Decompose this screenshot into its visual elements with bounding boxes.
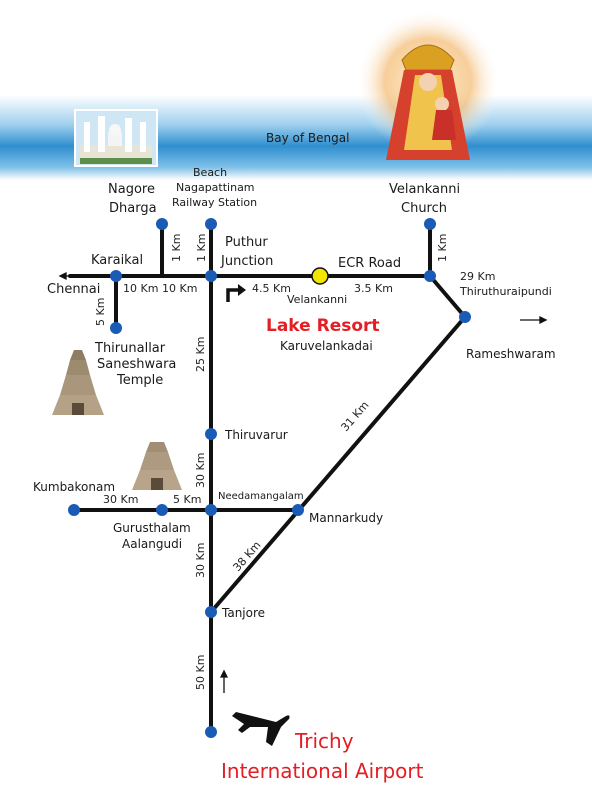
dist-puthur-velankanni: 4.5 Km xyxy=(252,282,291,295)
label-rameshwaram: Rameshwaram xyxy=(466,347,556,361)
label-kumbakonam: Kumbakonam xyxy=(33,480,115,494)
rameshwaram-arrow xyxy=(520,315,548,325)
nagore-dargah-image xyxy=(74,109,158,167)
label-naga-1: Beach xyxy=(193,166,227,179)
label-puthur-1: Puthur xyxy=(225,235,268,250)
node-nagapattinam xyxy=(205,218,217,230)
node-trichy xyxy=(205,726,217,738)
chennai-arrow xyxy=(58,271,82,281)
route-ecr-thiruthuraipundi xyxy=(428,274,467,319)
label-karaikal: Karaikal xyxy=(91,253,143,268)
nodes xyxy=(68,218,471,738)
node-kumbakonam xyxy=(68,504,80,516)
label-naga-2: Nagapattinam xyxy=(176,181,255,194)
label-thirunallar-2: Saneshwara xyxy=(97,357,176,372)
label-puthur-2: Junction xyxy=(220,254,273,269)
turn-right-icon xyxy=(226,284,246,302)
label-needamangalam: Needamangalam xyxy=(218,491,304,502)
node-puthur xyxy=(205,270,217,282)
dist-thiruvarur-needamangalam: 30 Km xyxy=(194,453,207,488)
label-ecr: ECR Road xyxy=(338,256,401,271)
resort-location: Karuvelankadai xyxy=(280,339,373,353)
label-thiruvarur: Thiruvarur xyxy=(224,428,288,442)
route-thiruthuraipundi-tanjore xyxy=(209,315,467,614)
madonna-image xyxy=(356,10,500,160)
airport-line-2: International Airport xyxy=(221,759,424,783)
label-thirunallar-3: Temple xyxy=(116,373,163,388)
dist-needamangalam-tanjore: 30 Km xyxy=(194,543,207,578)
node-velankanni-church xyxy=(424,218,436,230)
label-nagore-1: Nagore xyxy=(108,182,155,197)
node-karaikal xyxy=(110,270,122,282)
aalangudi-temple-image xyxy=(132,442,182,490)
resort-name: Lake Resort xyxy=(266,316,380,336)
label-naga-3: Railway Station xyxy=(172,196,257,209)
sea-label: Bay of Bengal xyxy=(266,131,349,145)
label-gurusthalam-2: Aalangudi xyxy=(122,537,182,551)
airport-line-1: Trichy xyxy=(294,729,354,753)
label-thiruthuraipundi: Thiruthuraipundi xyxy=(459,285,552,298)
dist-puthur-thiruvarur: 25 Km xyxy=(194,337,207,372)
dist-gurusthalam-needamangalam: 5 Km xyxy=(173,493,201,506)
node-thiruvarur xyxy=(205,428,217,440)
node-needamangalam xyxy=(205,504,217,516)
dist-naga-spur: 1 Km xyxy=(195,234,208,262)
node-velankanni-resort xyxy=(311,267,329,285)
north-arrow xyxy=(219,669,229,693)
label-tanjore: Tanjore xyxy=(221,606,265,620)
dist-karaikal-south: 5 Km xyxy=(94,298,107,326)
label-church-2: Church xyxy=(401,201,447,216)
label-gurusthalam-1: Gurusthalam xyxy=(113,521,191,535)
label-chennai: Chennai xyxy=(47,282,100,297)
node-tanjore xyxy=(205,606,217,618)
airplane-icon xyxy=(232,712,290,746)
node-gurusthalam xyxy=(156,504,168,516)
dist-ecr-thiruthuraipundi: 29 Km xyxy=(460,270,495,283)
dist-tanjore-trichy: 50 Km xyxy=(194,655,207,690)
label-thirunallar-1: Thirunallar xyxy=(94,341,166,356)
dist-nagore-spur: 1 Km xyxy=(170,234,183,262)
node-mannarkudy xyxy=(292,504,304,516)
dist-church-spur: 1 Km xyxy=(436,234,449,262)
node-thiruthuraipundi xyxy=(459,311,471,323)
node-nagore xyxy=(156,218,168,230)
label-church-1: Velankanni xyxy=(389,182,460,197)
dist-karaikal-west: 10 Km xyxy=(123,282,158,295)
dist-karaikal-east: 10 Km xyxy=(162,282,197,295)
routes xyxy=(68,222,467,734)
label-nagore-2: Dharga xyxy=(109,201,157,216)
label-mannarkudy: Mannarkudy xyxy=(309,511,383,525)
node-thirunallar xyxy=(110,322,122,334)
node-ecr xyxy=(424,270,436,282)
label-velankanni: Velankanni xyxy=(287,293,347,306)
thirunallar-temple-image xyxy=(52,350,104,415)
dist-velankanni-ecr: 3.5 Km xyxy=(354,282,393,295)
dist-kumbakonam-gurusthalam: 30 Km xyxy=(103,493,138,506)
